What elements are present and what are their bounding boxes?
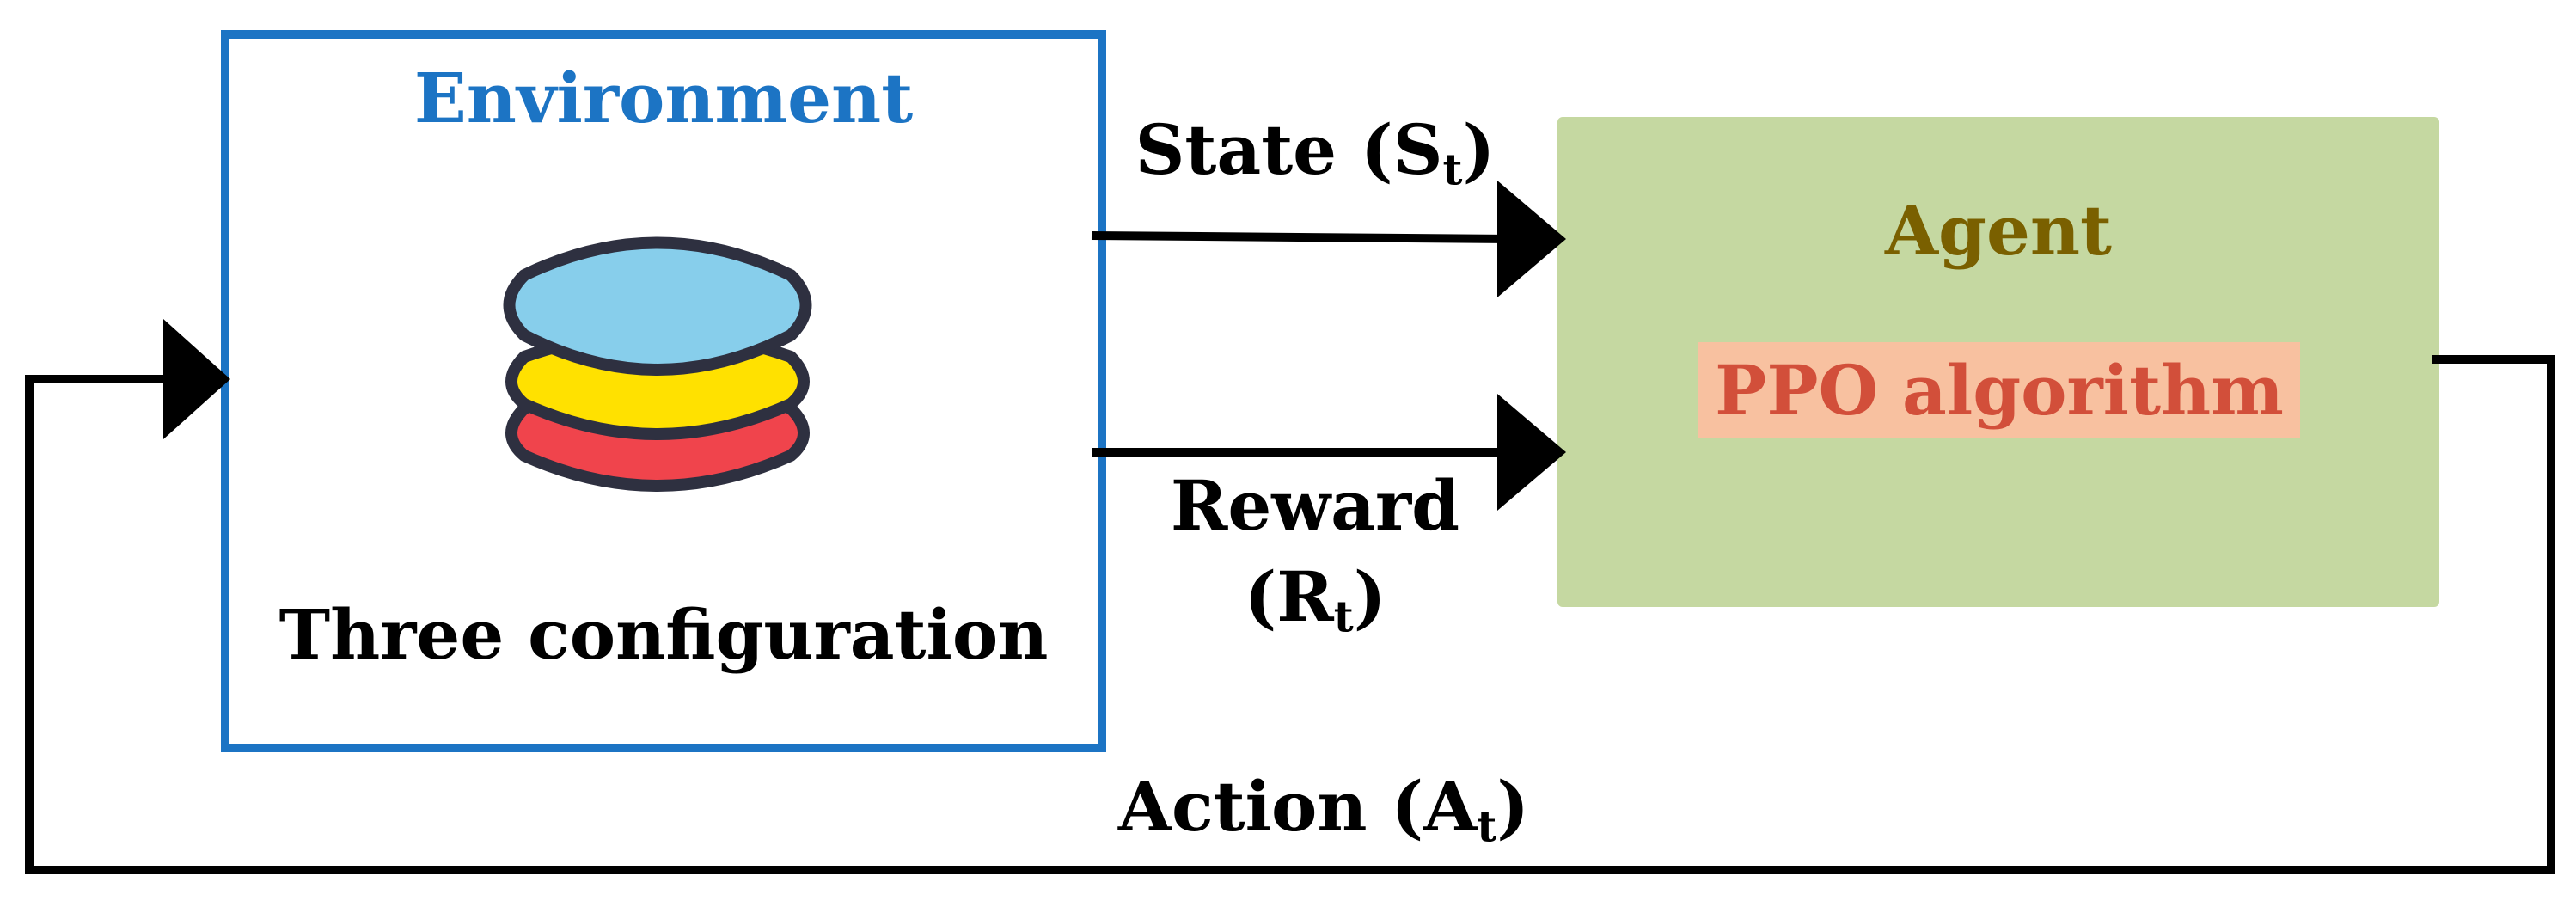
reward-symbol-subscript: t [1333, 591, 1354, 642]
layers-icon [503, 236, 812, 492]
reward-arrow-head [1497, 394, 1566, 511]
state-arrow-head [1497, 181, 1566, 297]
reward-label: Reward [1117, 466, 1513, 545]
state-label-subscript: t [1442, 144, 1463, 195]
reward-symbol-close: ) [1353, 556, 1386, 637]
action-label-text: Action (A [1117, 766, 1478, 847]
state-label: State (St) [1117, 109, 1513, 191]
agent-title: Agent [1557, 191, 2439, 270]
reward-symbol-text: (R [1244, 556, 1334, 637]
action-label: Action (At) [1083, 766, 1564, 848]
layer-top [503, 236, 812, 376]
environment-caption-text: Three configuration [278, 594, 1049, 675]
reward-symbol: (Rt) [1117, 556, 1513, 638]
action-label-subscript: t [1477, 800, 1497, 852]
environment-title: Environment [225, 58, 1102, 138]
algorithm-label-box: PPO algorithm [1698, 342, 2300, 438]
action-arrow-head [163, 319, 230, 439]
action-label-close: ) [1496, 766, 1530, 847]
environment-caption: Three configuration [225, 595, 1102, 674]
state-arrow-line [1091, 231, 1514, 243]
state-label-text: State (S [1135, 109, 1443, 190]
algorithm-label: PPO algorithm [1715, 350, 2284, 431]
agent-title-text: Agent [1884, 190, 2113, 271]
environment-title-text: Environment [413, 58, 914, 138]
reward-label-text: Reward [1170, 465, 1460, 546]
state-label-close: ) [1462, 109, 1496, 190]
algorithm-box [1698, 342, 2300, 438]
action-loop-line [25, 355, 2555, 874]
